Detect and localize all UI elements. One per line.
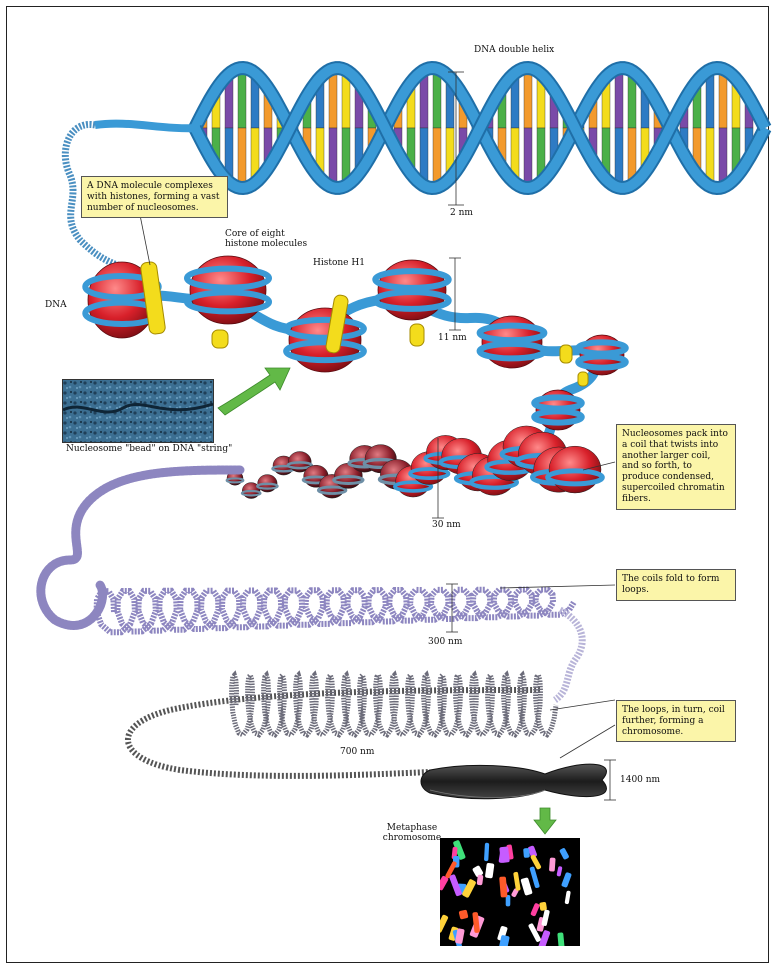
karyotype-chromosome <box>529 866 540 888</box>
label-nucleosome-caption: Nucleosome "bead" on DNA "string" <box>66 444 232 454</box>
karyotype-chromosome <box>530 903 540 917</box>
looped-coil-path <box>41 470 240 625</box>
karyotype-chromosome <box>549 857 556 871</box>
karyotype-chromosome <box>556 866 562 877</box>
label-histone-h1: Histone H1 <box>313 258 365 268</box>
supercoil-700nm <box>232 675 556 735</box>
chromosome-shape <box>421 764 606 799</box>
karyotype-chromosome <box>459 909 469 919</box>
karyotype-chromosome <box>484 843 489 862</box>
label-1400nm: 1400 nm <box>620 775 660 785</box>
coil-loops <box>97 590 575 633</box>
label-2nm: 2 nm <box>450 208 473 218</box>
coil-300nm <box>97 590 575 633</box>
base-pair <box>524 128 532 188</box>
supercoil-loops <box>232 675 556 735</box>
base-pair <box>238 128 246 188</box>
karyotype-chromosome <box>559 847 570 860</box>
base-pair <box>524 68 532 128</box>
label-11nm: 11 nm <box>438 333 467 343</box>
karyotype-chromosome <box>440 914 449 933</box>
label-300nm: 300 nm <box>428 637 462 647</box>
label-metaphase: Metaphase chromosome <box>372 823 452 844</box>
nucleosome-micrograph <box>62 379 214 443</box>
karyotype-chromosome <box>499 876 507 897</box>
base-pair <box>615 68 623 128</box>
karyotype-chromosome <box>523 848 530 858</box>
karyotype-chromosome <box>557 932 565 946</box>
label-dna-double-helix: DNA double helix <box>474 45 554 55</box>
karyotype-chromosome <box>513 872 521 891</box>
karyotype-chromosome <box>485 863 495 879</box>
karyotype-chromosome <box>499 846 510 863</box>
karyotype-chromosome <box>520 877 532 896</box>
callout-coil-further: The loops, in turn, coil further, formin… <box>616 700 736 742</box>
dna-double-helix <box>195 68 765 188</box>
micrograph-arrow <box>218 368 290 415</box>
karyotype-chromosome <box>539 902 547 911</box>
label-dna: DNA <box>45 300 67 310</box>
karyotype-chromosome <box>565 890 571 904</box>
karyotype-chromosome <box>561 872 572 888</box>
base-pair <box>615 128 623 188</box>
callout-pack: Nucleosomes pack into a coil that twists… <box>616 424 736 510</box>
label-30nm: 30 nm <box>432 520 461 530</box>
label-core-histones: Core of eight histone molecules <box>225 229 320 250</box>
callout-complexes: A DNA molecule complexes with histones, … <box>81 176 228 218</box>
chromatin-fiber-30nm <box>227 426 603 499</box>
connector-coil <box>555 610 582 700</box>
karyotype-arrow <box>534 808 556 834</box>
chromosome-dimension-marker <box>604 760 616 800</box>
karyotype-micrograph <box>440 838 580 946</box>
callout-loops: The coils fold to form loops. <box>616 569 736 601</box>
label-700nm: 700 nm <box>340 747 374 757</box>
base-pair <box>238 68 246 128</box>
